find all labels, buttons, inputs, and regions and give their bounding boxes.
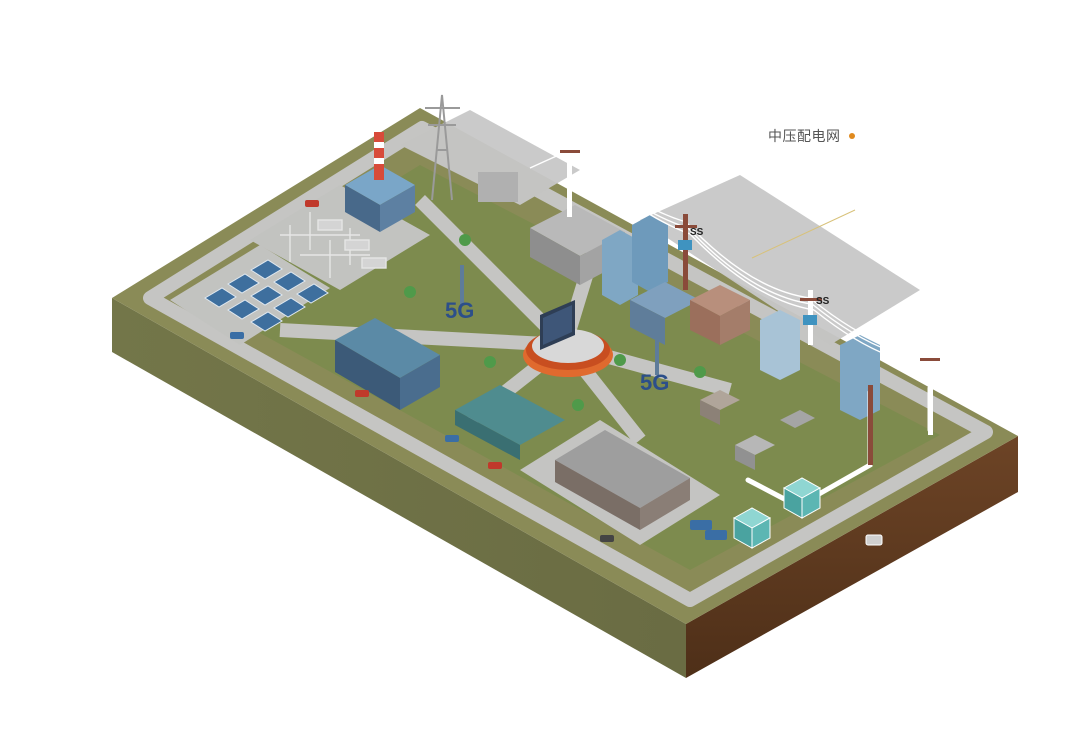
substation-icon	[280, 212, 387, 278]
tree-icon	[404, 234, 706, 411]
road-radial-2	[279, 323, 566, 352]
road-outer-loop	[143, 121, 993, 607]
ss-badge-2: SS	[816, 296, 830, 307]
paved-lot-city	[640, 175, 920, 345]
ground-right-face	[686, 436, 1018, 678]
office-blocks	[630, 282, 750, 345]
power-plant	[345, 132, 415, 232]
power-pole-icon	[560, 142, 940, 465]
ss-badge-1: SS	[690, 227, 704, 238]
switch-cabinet-icon	[732, 477, 822, 549]
depot-green-roof	[455, 385, 565, 460]
grey-warehouse	[555, 430, 690, 530]
callout-leader-line	[751, 209, 856, 259]
callout-label: 中压配电网	[768, 129, 841, 145]
power-line	[529, 149, 935, 365]
chimney	[374, 132, 384, 180]
solar-farm	[204, 259, 329, 332]
five-g-tower-icon	[460, 265, 659, 375]
blue-warehouse	[335, 318, 440, 410]
callout-dot	[848, 133, 855, 139]
transmission-tower-icon	[425, 94, 460, 201]
ground-left-face	[112, 298, 686, 678]
glass-towers	[602, 215, 880, 420]
medium-voltage-network: SS SS	[529, 142, 940, 549]
cable-junction-icon	[865, 534, 883, 546]
solar-panel-icon	[204, 259, 329, 332]
five-g-badge-left: 5G	[445, 298, 474, 323]
paved-lot-solar	[170, 245, 330, 345]
car-icon	[230, 200, 727, 542]
callout-medium-voltage: 中压配电网	[768, 126, 855, 146]
five-g-badge-right: 5G	[640, 370, 669, 395]
data-hub-icon	[523, 300, 613, 377]
small-houses	[700, 390, 815, 470]
